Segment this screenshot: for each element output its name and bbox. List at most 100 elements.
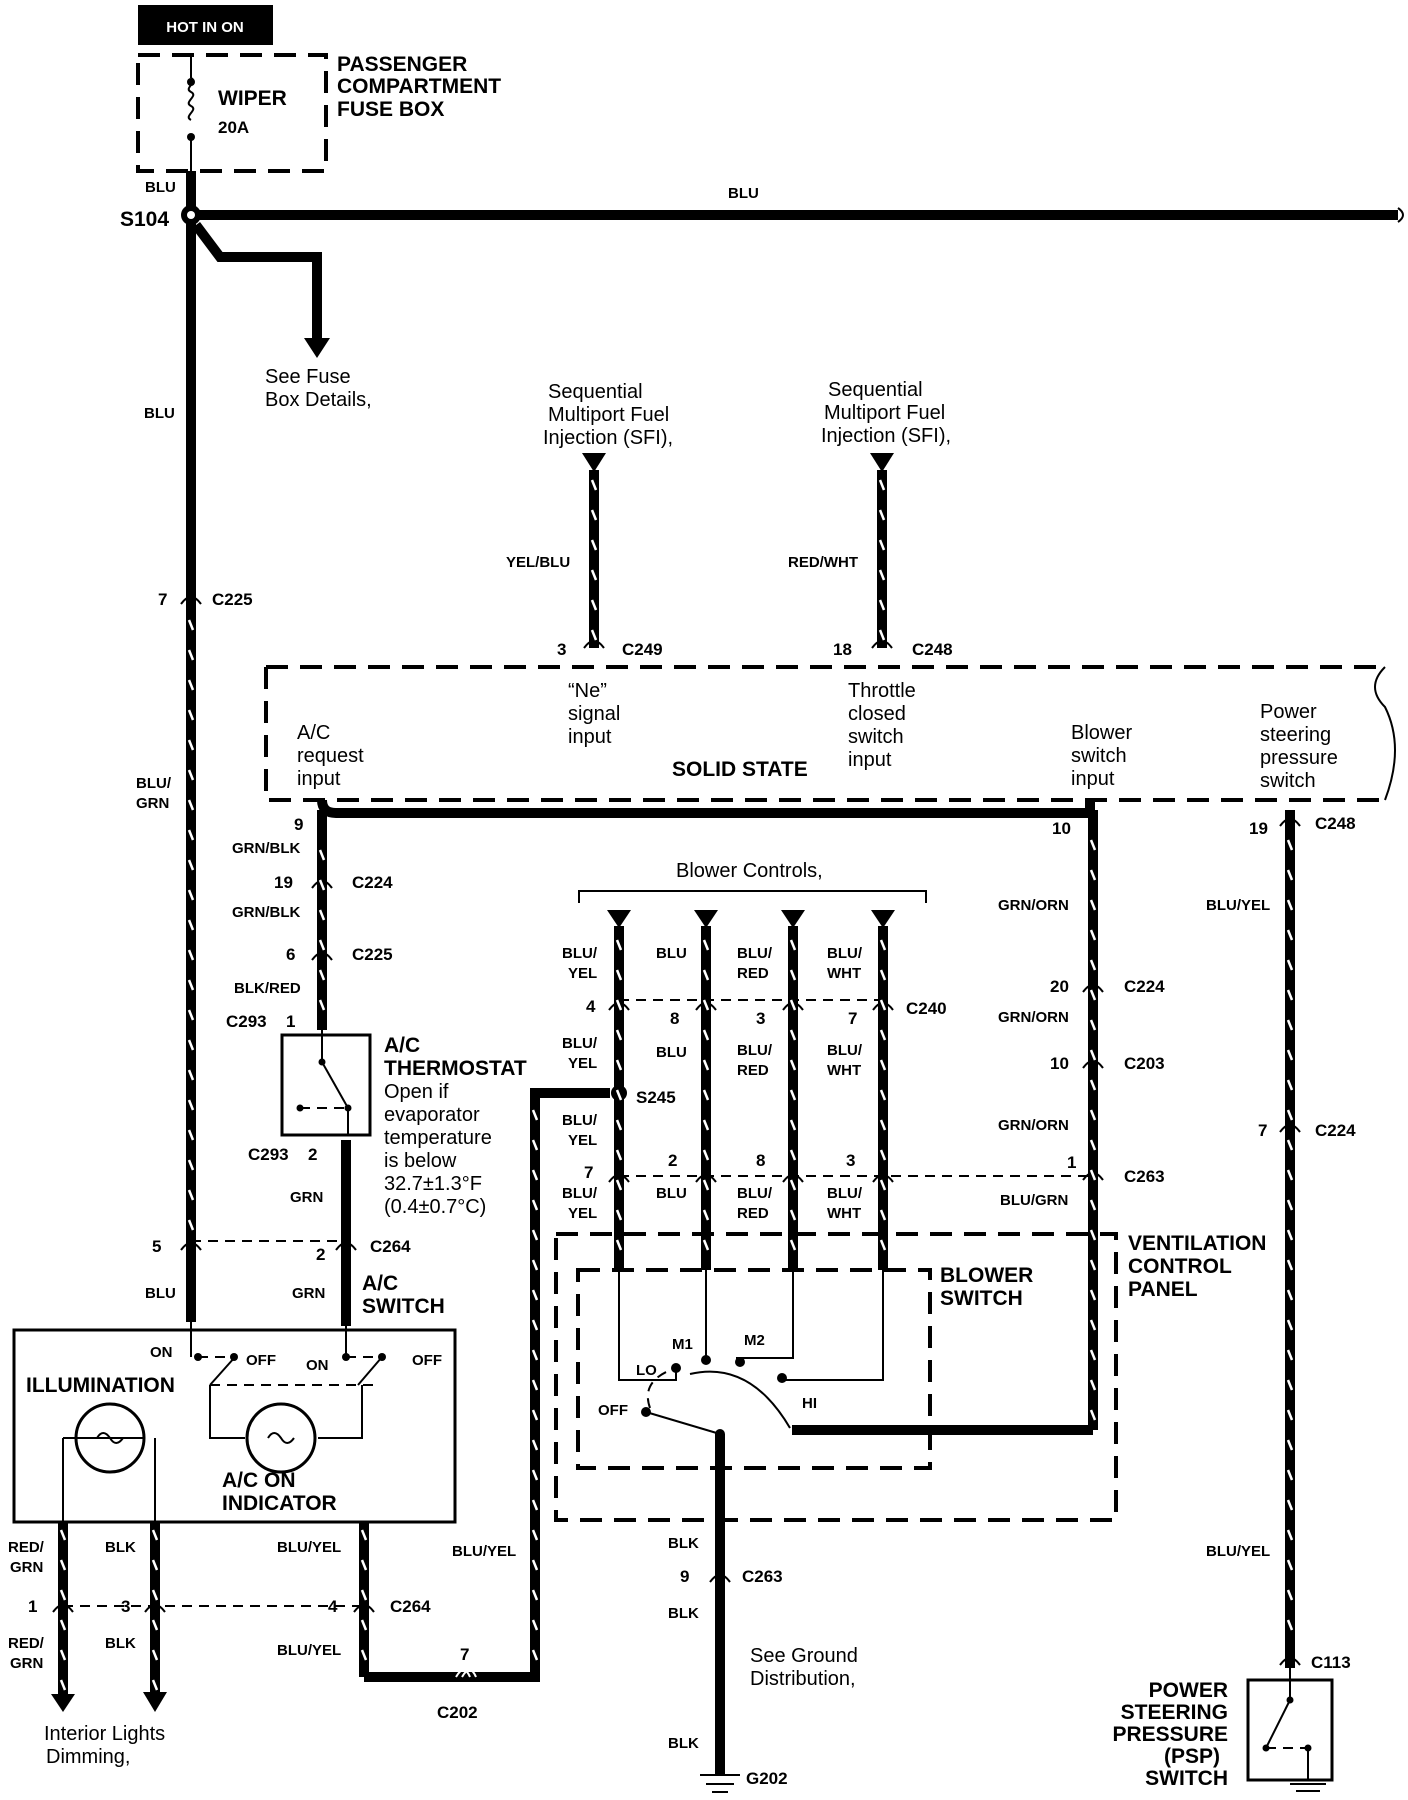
wire-tick	[360, 1589, 368, 1601]
wire-tick	[702, 1059, 710, 1071]
wire-tick	[702, 969, 710, 981]
wire-tick	[360, 1649, 368, 1661]
svg-text:BLU: BLU	[656, 945, 687, 962]
svg-text:SWITCH: SWITCH	[940, 1287, 1023, 1310]
wire-tick	[590, 569, 598, 581]
wire-tick	[1286, 1139, 1294, 1151]
svg-text:BLK: BLK	[668, 1605, 699, 1622]
wire-tick	[151, 1589, 159, 1601]
wire-tick	[531, 1649, 539, 1661]
wire-tick	[1089, 899, 1097, 911]
svg-text:BLU/: BLU/	[562, 1035, 598, 1052]
svg-text:C293: C293	[248, 1145, 289, 1164]
wire-tick	[1286, 1289, 1294, 1301]
svg-text:1: 1	[28, 1597, 37, 1616]
wire-tick	[615, 1119, 623, 1131]
wire-tick	[702, 1089, 710, 1101]
svg-text:G202: G202	[746, 1769, 788, 1788]
wire-tick	[360, 1529, 368, 1541]
wire-tick	[615, 999, 623, 1011]
hot-in-on-badge: HOT IN ON	[138, 5, 273, 45]
svg-text:20: 20	[1050, 977, 1069, 996]
svg-text:Injection (SFI),: Injection (SFI),	[821, 425, 951, 447]
wire-tick	[1089, 1139, 1097, 1151]
svg-text:BLU/YEL: BLU/YEL	[1206, 897, 1270, 914]
wire-tick	[187, 799, 195, 811]
svg-text:7: 7	[584, 1163, 593, 1182]
svg-text:PRESSURE: PRESSURE	[1112, 1723, 1228, 1746]
wire-tick	[702, 1239, 710, 1251]
wire-tick	[590, 479, 598, 491]
wire-tick	[531, 1139, 539, 1151]
svg-text:signal: signal	[568, 703, 620, 725]
svg-text:C113: C113	[1311, 1653, 1351, 1672]
svg-text:OFF: OFF	[246, 1352, 276, 1369]
svg-text:BLU/: BLU/	[136, 775, 172, 792]
wire-tick	[1089, 1199, 1097, 1211]
svg-text:BLU: BLU	[144, 405, 175, 422]
svg-text:input: input	[1071, 768, 1115, 790]
wire-tick	[1089, 929, 1097, 941]
svg-text:COMPARTMENT: COMPARTMENT	[337, 75, 501, 98]
svg-text:WHT: WHT	[827, 965, 861, 982]
svg-text:closed: closed	[848, 703, 906, 725]
wire-tick	[531, 1349, 539, 1361]
svg-text:BLU/: BLU/	[562, 1112, 598, 1129]
wire-tick	[878, 539, 886, 551]
svg-text:pressure: pressure	[1260, 747, 1338, 769]
svg-text:switch: switch	[1260, 770, 1316, 792]
sfi-right-note: Sequential Multiport Fuel Injection (SFI…	[821, 379, 951, 447]
svg-text:Sequential: Sequential	[828, 379, 923, 401]
svg-text:32.7±1.3°F: 32.7±1.3°F	[384, 1173, 482, 1195]
svg-text:INDICATOR: INDICATOR	[222, 1492, 337, 1515]
svg-text:BLU: BLU	[728, 185, 759, 202]
svg-text:Open if: Open if	[384, 1081, 449, 1103]
svg-text:request: request	[297, 745, 364, 767]
svg-text:8: 8	[756, 1151, 765, 1170]
svg-text:YEL: YEL	[568, 1132, 597, 1149]
wire-tick	[1286, 1319, 1294, 1331]
svg-text:C249: C249	[622, 640, 663, 659]
wire-tick	[531, 1259, 539, 1271]
wire-tick	[318, 939, 326, 951]
wire-tick	[187, 919, 195, 931]
wire-tick	[590, 629, 598, 641]
wire-tick	[1286, 1079, 1294, 1091]
svg-text:input: input	[848, 749, 892, 771]
svg-text:BLU/YEL: BLU/YEL	[452, 1543, 516, 1560]
svg-text:BLU/YEL: BLU/YEL	[1206, 1543, 1270, 1560]
wire-tick	[59, 1619, 67, 1631]
svg-text:YEL: YEL	[568, 1205, 597, 1222]
wire-tick	[1286, 1049, 1294, 1061]
wire-tick	[151, 1559, 159, 1571]
wire-tick	[187, 739, 195, 751]
svg-text:SWITCH: SWITCH	[362, 1295, 445, 1318]
wire-tick	[1089, 959, 1097, 971]
wire-tick	[1286, 1169, 1294, 1181]
wire-tick	[187, 1039, 195, 1051]
svg-text:BLU/YEL: BLU/YEL	[277, 1539, 341, 1556]
wire-tick	[1286, 899, 1294, 911]
sfi-left-note: Sequential Multiport Fuel Injection (SFI…	[543, 381, 673, 449]
wire-tick	[879, 969, 887, 981]
svg-text:Dimming,: Dimming,	[46, 1746, 130, 1768]
wire-tick	[878, 479, 886, 491]
svg-text:A/C: A/C	[297, 722, 330, 744]
wire-tick	[1089, 1049, 1097, 1061]
svg-text:2: 2	[668, 1151, 677, 1170]
wire-tick	[187, 679, 195, 691]
wire-tick	[1089, 1349, 1097, 1361]
wire-tick	[789, 1059, 797, 1071]
wire-tick	[151, 1529, 159, 1541]
wire-tick	[702, 1119, 710, 1131]
wire-tick	[615, 1029, 623, 1041]
ac-thermostat	[280, 1030, 372, 1137]
svg-text:POWER: POWER	[1149, 1679, 1228, 1702]
svg-text:8: 8	[670, 1009, 679, 1028]
wire-tick	[187, 1189, 195, 1201]
wire-tick	[1286, 1259, 1294, 1271]
svg-text:C224: C224	[1124, 977, 1165, 996]
svg-text:Sequential: Sequential	[548, 381, 643, 403]
svg-text:M2: M2	[744, 1332, 765, 1349]
svg-text:See Ground: See Ground	[750, 1645, 858, 1667]
